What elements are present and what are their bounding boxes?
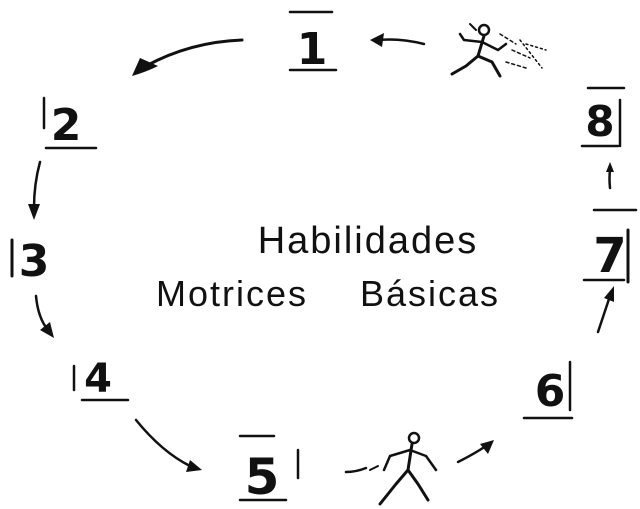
step-5-number: 5 bbox=[245, 448, 280, 506]
arrow-figure-to-1 bbox=[370, 33, 426, 47]
step-8-number: 8 bbox=[585, 97, 614, 146]
step-3: 3 bbox=[10, 236, 50, 287]
step-2: 2 bbox=[42, 96, 98, 151]
step-2-number: 2 bbox=[51, 100, 82, 151]
arrow-4-to-5 bbox=[134, 418, 202, 472]
step-6-number: 6 bbox=[535, 366, 566, 417]
step-5: 5 bbox=[238, 434, 300, 506]
arrow-6-to-7 bbox=[596, 286, 614, 334]
title-line-1: Habilidades bbox=[258, 220, 479, 262]
step-7: 7 bbox=[582, 208, 638, 284]
arrow-1-to-2 bbox=[132, 38, 244, 76]
arrow-3-to-4 bbox=[34, 294, 54, 338]
running-figure-icon bbox=[450, 23, 547, 78]
step-7-number: 7 bbox=[593, 228, 626, 284]
title-line-2-left: Motrices bbox=[156, 273, 308, 314]
step-1-number: 1 bbox=[297, 24, 328, 75]
step-4: 4 bbox=[72, 356, 130, 402]
title-line-2-right: Básicas bbox=[360, 273, 500, 314]
arrow-figure-to-6 bbox=[456, 440, 494, 464]
walking-figure-icon bbox=[369, 431, 438, 506]
step-4-number: 4 bbox=[84, 356, 112, 402]
step-1: 1 bbox=[288, 10, 338, 75]
cycle-arrows bbox=[28, 33, 614, 474]
step-3-number: 3 bbox=[19, 236, 50, 287]
step-8: 8 bbox=[580, 86, 626, 148]
arrow-5-to-figure bbox=[344, 466, 368, 474]
arrow-7-to-8 bbox=[606, 162, 614, 190]
arrow-2-to-3 bbox=[28, 160, 42, 220]
step-6: 6 bbox=[522, 360, 574, 420]
